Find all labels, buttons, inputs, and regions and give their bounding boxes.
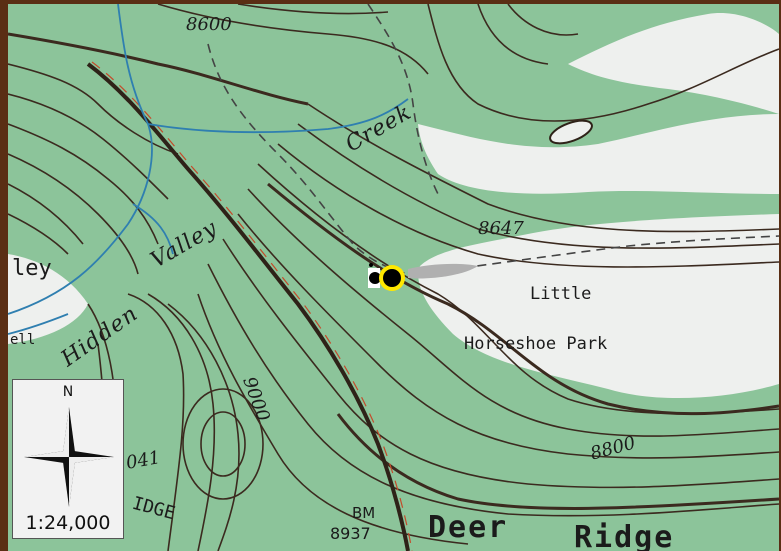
north-label: N xyxy=(62,384,74,400)
contour-label-8600: 8600 xyxy=(186,14,232,35)
place-label-little: Little xyxy=(530,284,592,304)
topo-map-graphic xyxy=(8,4,779,551)
place-label-ley: ley xyxy=(12,256,52,281)
contour-label-8647: 8647 xyxy=(478,218,524,239)
topo-map[interactable]: 8600 8647 9000 8800 041 Creek Hidden Val… xyxy=(8,4,779,551)
location-marker-icon[interactable] xyxy=(368,262,410,296)
place-label-ell: ell xyxy=(10,332,36,348)
ridge-label-deer: Deer xyxy=(428,510,509,545)
ridge-label-ridge: Ridge xyxy=(574,520,675,551)
compass-scale-panel: N 1:24,000 xyxy=(12,379,124,539)
benchmark-label: BM xyxy=(352,504,376,522)
compass-rose-icon xyxy=(24,407,114,507)
place-label-horseshoe-park: Horseshoe Park xyxy=(464,334,608,354)
scale-label: 1:24,000 xyxy=(25,512,111,534)
benchmark-value: 8937 xyxy=(330,524,371,543)
